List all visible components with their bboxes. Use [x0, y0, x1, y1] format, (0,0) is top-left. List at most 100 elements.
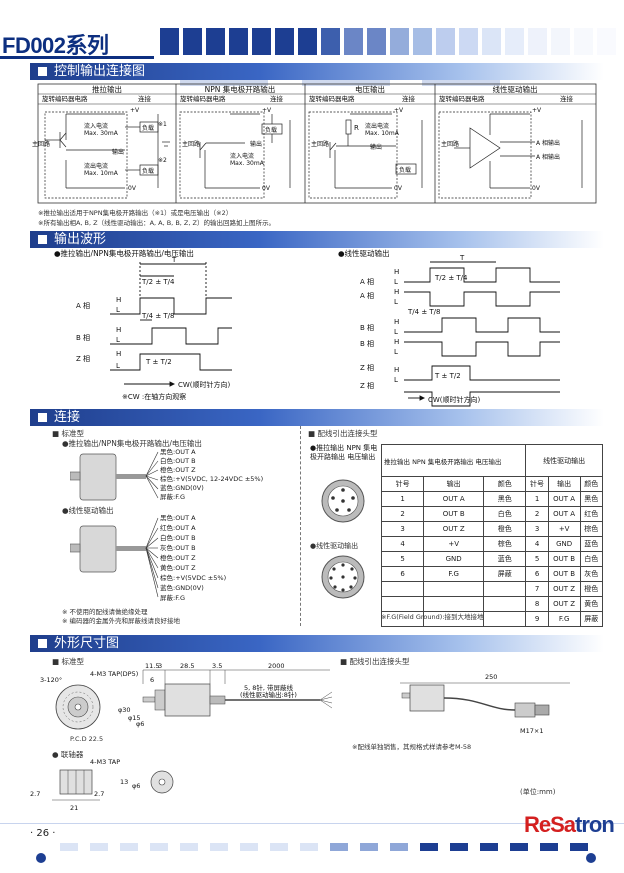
svg-text:●线性驱动输出: ●线性驱动输出	[338, 248, 390, 258]
svg-text:旋转编码器电路: 旋转编码器电路	[42, 94, 88, 103]
dimension-drawing-connector: 250 M17×1	[400, 673, 570, 735]
connector-note: ※配线单独销售，其规格式样请参考M-58	[352, 743, 472, 751]
svg-text:A 相: A 相	[360, 277, 374, 286]
svg-text:Z 相: Z 相	[360, 381, 374, 390]
svg-text:连接: 连接	[138, 94, 152, 103]
svg-text:0V: 0V	[394, 185, 403, 192]
dim-connector-label: ■ 配线引出连接头型	[340, 657, 410, 666]
svg-text:13: 13	[120, 778, 128, 786]
svg-text:Max. 30mA: Max. 30mA	[84, 130, 119, 137]
svg-text:H: H	[394, 288, 399, 296]
svg-text:流入电流: 流入电流	[230, 152, 254, 160]
unit-label: (单位:mm)	[520, 788, 556, 796]
svg-text:主回路: 主回路	[311, 140, 329, 148]
svg-text:L: L	[394, 278, 398, 286]
svg-text:Max. 30mA: Max. 30mA	[230, 160, 265, 167]
col-line-driver: 线性驱动输出	[493, 84, 538, 94]
svg-text:※CW :在轴方向观察: ※CW :在轴方向观察	[122, 392, 186, 401]
svg-text:+V: +V	[262, 107, 272, 114]
connector-5pin	[321, 479, 365, 523]
svg-text:H: H	[116, 296, 121, 304]
svg-text:输出: 输出	[250, 140, 262, 148]
footer-tiles	[60, 838, 620, 851]
svg-text:φ6: φ6	[132, 782, 140, 790]
waveform-diagrams: ●推拉输出/NPN集电极开路输出/电压输出 ●线性驱动输出 T T/2 ± T/…	[54, 248, 560, 407]
wiring-left-title: ●推拉输出/NPN集电极开路输出/电压输出	[62, 439, 202, 448]
svg-text:(线性驱动输出:8针): (线性驱动输出:8针)	[240, 690, 297, 699]
svg-text:L: L	[116, 362, 120, 370]
svg-text:T/2 ± T/4: T/2 ± T/4	[141, 278, 175, 286]
connector-8pin	[321, 555, 365, 599]
svg-text:Z 相: Z 相	[360, 363, 374, 372]
wiring-line-title: ●线性驱动输出	[62, 506, 114, 515]
svg-text:11.5: 11.5	[145, 662, 159, 670]
connector-title: ■ 配线引出连接头型	[308, 429, 378, 438]
svg-text:φ15: φ15	[128, 714, 141, 722]
footer-line	[0, 823, 624, 824]
col-push-pull: 推拉输出	[92, 84, 122, 94]
svg-text:输出: 输出	[370, 143, 382, 151]
svg-text:3-120°: 3-120°	[40, 676, 62, 684]
svg-text:0V: 0V	[262, 185, 271, 192]
svg-text:250: 250	[485, 673, 497, 681]
svg-text:T/4 ± T/8: T/4 ± T/8	[407, 308, 441, 316]
svg-text:2.7: 2.7	[30, 790, 40, 798]
page-number: · 26 ·	[30, 828, 56, 839]
svg-text:T/2 ± T/4: T/2 ± T/4	[434, 274, 468, 282]
svg-text:T ± T/2: T ± T/2	[145, 358, 172, 366]
header-tiles	[160, 28, 616, 55]
section-waveform: 输出波形	[30, 231, 604, 248]
svg-text:3: 3	[158, 662, 162, 670]
svg-text:T: T	[171, 256, 177, 264]
svg-text:Max. 10mA: Max. 10mA	[84, 170, 119, 177]
wiring-note-b: ※ 编码器的金属外壳和屏蔽线请良好接地	[62, 617, 181, 625]
svg-text:H: H	[394, 338, 399, 346]
svg-text:M17×1: M17×1	[520, 727, 543, 735]
fg-note: ※F.G(Field Ground):接到大地接地	[381, 613, 484, 621]
connector-line-title: ●线性驱动输出	[310, 542, 359, 550]
svg-text:φ30: φ30	[118, 706, 131, 714]
dim-standard-label: ■ 标准型	[52, 657, 84, 666]
svg-text:T ± T/2: T ± T/2	[434, 372, 461, 380]
svg-text:L: L	[116, 336, 120, 344]
svg-text:※1: ※1	[158, 121, 167, 128]
svg-text:T/4 ± T/8: T/4 ± T/8	[141, 312, 175, 320]
svg-text:21: 21	[70, 804, 78, 812]
control-circuits: 推拉输出 NPN 集电极开路输出 电压输出 线性驱动输出 旋转编码器电路连接 旋…	[32, 80, 597, 204]
svg-text:B 相: B 相	[360, 323, 374, 332]
svg-text:A 相输出: A 相输出	[536, 139, 560, 147]
control-footnote-1: ※推拉输出适用于NPN集电极开路输出（※1）或是电压输出（※2）	[38, 209, 233, 217]
svg-text:H: H	[394, 268, 399, 276]
svg-text:28.5: 28.5	[180, 662, 194, 670]
svg-text:L: L	[116, 306, 120, 314]
col-voltage: 电压输出	[355, 84, 385, 94]
svg-text:3.5: 3.5	[212, 662, 222, 670]
svg-text:φ6: φ6	[136, 720, 144, 728]
svg-text:4-M3 TAP(DP5): 4-M3 TAP(DP5)	[90, 670, 138, 678]
svg-text:A 相: A 相	[76, 301, 90, 310]
svg-text:6: 6	[150, 676, 154, 684]
svg-text:负载: 负载	[265, 126, 277, 134]
svg-text:负载: 负载	[142, 124, 154, 132]
svg-text:0V: 0V	[532, 185, 541, 192]
connector-left-title: ●推拉输出 NPN 集电极开路输出 电压输出	[310, 444, 378, 461]
svg-text:连接: 连接	[402, 94, 416, 103]
section-dimensions: 外形尺寸图	[30, 635, 604, 652]
svg-text:+V: +V	[532, 107, 542, 114]
section-wiring: 连接	[30, 409, 604, 426]
svg-text:H: H	[116, 326, 121, 334]
pin-table: 推拉输出 NPN 集电极开路输出 电压输出 线性驱动输出 针号输出颜色 针号输出…	[380, 444, 604, 627]
title-underline	[0, 56, 154, 59]
svg-text:※2: ※2	[158, 157, 167, 164]
svg-text:H: H	[394, 318, 399, 326]
brand-logo: ReSatron	[524, 812, 615, 837]
svg-text:5, 8针, 带屏蔽线: 5, 8针, 带屏蔽线	[244, 683, 294, 692]
